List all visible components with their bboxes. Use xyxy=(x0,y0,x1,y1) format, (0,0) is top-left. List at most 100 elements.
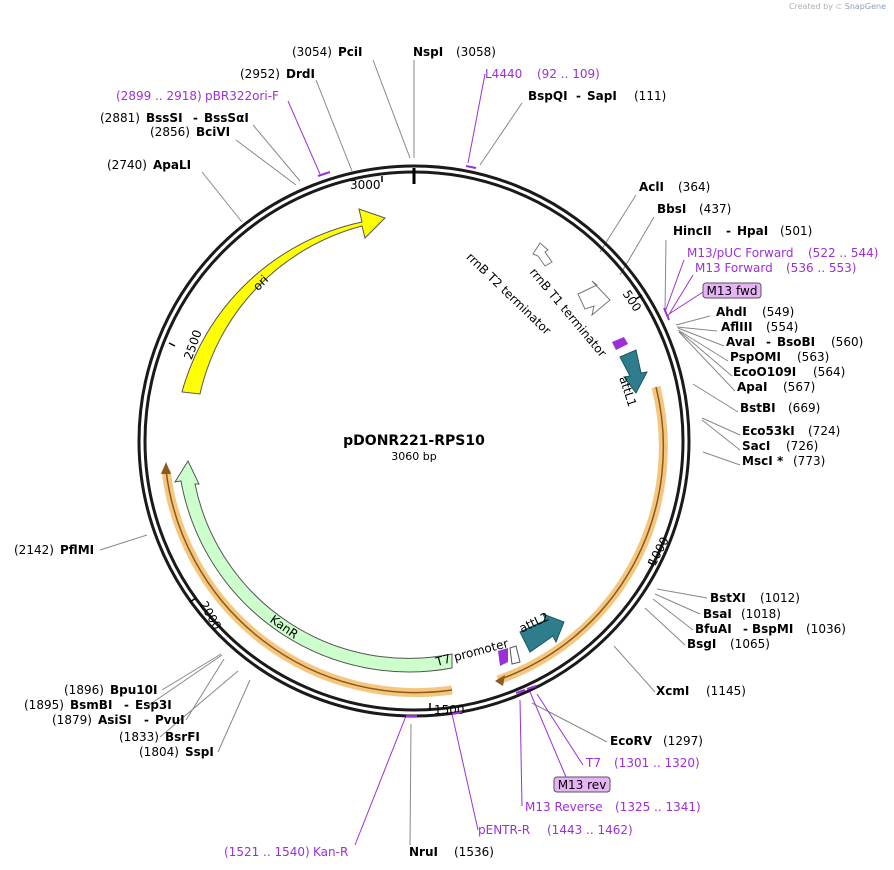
primer-range: (1301 .. 1320) xyxy=(614,756,700,770)
enzyme-star: * xyxy=(777,454,784,468)
primer-range: (522 .. 544) xyxy=(808,246,878,260)
m13-rev-badge[interactable]: M13 rev xyxy=(553,776,611,793)
enzyme-name[interactable]: HpaI xyxy=(737,224,768,238)
enzyme-name[interactable]: DrdI xyxy=(286,67,315,81)
tick-marks xyxy=(168,176,655,710)
enzyme-name[interactable]: Esp3I xyxy=(135,698,172,712)
enzyme-pos: (1896) xyxy=(64,683,104,697)
m13-fwd-badge[interactable]: M13 fwd xyxy=(702,282,762,299)
primer-name[interactable]: T7 xyxy=(585,756,601,770)
enzyme-name[interactable]: Eco53kI xyxy=(742,424,795,438)
enzyme-pos: (549) xyxy=(762,305,794,319)
enzyme-pos: (1297) xyxy=(663,734,703,748)
enzyme-name[interactable]: BsgI xyxy=(687,637,716,651)
enzyme-labels: (3054) PciI NspI (3058) (2952) DrdI BspQ… xyxy=(14,45,863,859)
badge-box xyxy=(553,776,611,793)
enzyme-pos: (2881) xyxy=(100,111,140,125)
plasmid-name: pDONR221-RPS10 xyxy=(343,433,485,449)
kanr-feature[interactable] xyxy=(173,459,453,673)
primer-leader-lines xyxy=(287,73,694,846)
enzyme-pos: (3058) xyxy=(456,45,496,59)
enzyme-pos: (564) xyxy=(813,365,845,379)
primer-range: (1325 .. 1341) xyxy=(615,800,701,814)
enzyme-pos: (563) xyxy=(797,350,829,364)
primer-range: (536 .. 553) xyxy=(786,261,856,275)
credit-brand: SnapGene xyxy=(844,2,886,11)
enzyme-name[interactable]: BspMI xyxy=(752,622,793,636)
primer-name[interactable]: L4440 xyxy=(485,67,522,81)
primer-range: (92 .. 109) xyxy=(537,67,600,81)
enzyme-pos: (1833) xyxy=(119,730,159,744)
enzyme-name[interactable]: BciVI xyxy=(196,125,230,139)
enzyme-pos: (1065) xyxy=(730,637,770,651)
enzyme-name[interactable]: BsrFI xyxy=(165,730,200,744)
primer-name[interactable]: pBR322ori-F xyxy=(205,89,279,103)
enzyme-name[interactable]: AflIII xyxy=(721,320,753,334)
enzyme-name[interactable]: PflMI xyxy=(60,543,94,557)
enzyme-name[interactable]: BssSI xyxy=(146,111,183,125)
arrowhead xyxy=(495,675,505,686)
enzyme-name[interactable]: BstBI xyxy=(740,401,776,415)
attl1-feature[interactable] xyxy=(619,349,648,394)
enzyme-name[interactable]: ApaI xyxy=(737,380,767,394)
enzyme-name[interactable]: BbsI xyxy=(657,202,686,216)
enzyme-pos: (2856) xyxy=(150,125,190,139)
enzyme-name[interactable]: EcoO109I xyxy=(733,365,796,379)
enzyme-name[interactable]: MscI xyxy=(742,454,773,468)
primer-arrow xyxy=(498,648,508,666)
primer-name[interactable]: M13/pUC Forward xyxy=(687,246,794,260)
enzyme-name[interactable]: ApaLI xyxy=(153,158,191,172)
primer-name[interactable]: Kan-R xyxy=(313,845,348,859)
badge-text: M13 fwd xyxy=(707,284,758,298)
primer-range: (1443 .. 1462) xyxy=(547,823,633,837)
enzyme-name[interactable]: AclI xyxy=(639,180,664,194)
enzyme-name[interactable]: PspOMI xyxy=(730,350,781,364)
enzyme-name[interactable]: Bpu10I xyxy=(110,683,157,697)
snapgene-credit: Created by ⊂ SnapGene xyxy=(789,2,886,11)
enzyme-name[interactable]: AhdI xyxy=(716,305,747,319)
enzyme-name[interactable]: AsiSI xyxy=(98,713,132,727)
primer-labels: L4440 (92 .. 109) (2899 .. 2918) pBR322o… xyxy=(116,67,878,859)
enzyme-pos: (437) xyxy=(699,202,731,216)
enzyme-pos: (1036) xyxy=(806,622,846,636)
enzyme-name[interactable]: NruI xyxy=(409,845,438,859)
primer-name[interactable]: pENTR-R xyxy=(478,823,530,837)
tick-label: 1500 xyxy=(434,703,465,717)
enzyme-name[interactable]: EcoRV xyxy=(610,734,653,748)
enzyme-pos: (724) xyxy=(808,424,840,438)
enzyme-pos: (1804) xyxy=(139,745,179,759)
enzyme-pos: (2952) xyxy=(240,67,280,81)
enzyme-name[interactable]: SapI xyxy=(587,89,617,103)
enzyme-name[interactable]: BssSαI xyxy=(204,111,249,125)
primer-name[interactable]: M13 Reverse xyxy=(525,800,603,814)
attl2-feature[interactable] xyxy=(519,613,565,653)
enzyme-name[interactable]: BspQI xyxy=(528,89,568,103)
enzyme-pos: (1536) xyxy=(454,845,494,859)
enzyme-pos: (567) xyxy=(783,380,815,394)
primer-range: (1521 .. 1540) xyxy=(224,845,310,859)
primer-name[interactable]: M13 Forward xyxy=(695,261,773,275)
enzyme-name[interactable]: BsoBI xyxy=(777,335,815,349)
enzyme-name[interactable]: AvaI xyxy=(726,335,755,349)
enzyme-name[interactable]: NspI xyxy=(413,45,443,59)
enzyme-name[interactable]: SspI xyxy=(185,745,214,759)
enzyme-name[interactable]: BfuAI xyxy=(695,622,732,636)
enzyme-name[interactable]: BsaI xyxy=(703,607,732,621)
enzyme-name[interactable]: PciI xyxy=(338,45,363,59)
enzyme-name[interactable]: PvuI xyxy=(155,713,185,727)
badge-leader xyxy=(668,291,704,315)
enzyme-pos: (669) xyxy=(788,401,820,415)
tick-label: 3000 xyxy=(350,178,381,192)
snapgene-logo-icon: ⊂ xyxy=(835,2,843,11)
svg-text:-: - xyxy=(144,713,149,727)
credit-prefix: Created by xyxy=(788,2,833,11)
badge-box xyxy=(702,282,762,299)
ori-feature[interactable] xyxy=(181,208,386,395)
kanr-label: KanR xyxy=(267,612,300,641)
enzyme-name[interactable]: SacI xyxy=(742,439,770,453)
enzyme-name[interactable]: HincII xyxy=(673,224,712,238)
enzyme-name[interactable]: XcmI xyxy=(656,684,689,698)
enzyme-name[interactable]: BstXI xyxy=(710,591,746,605)
enzyme-name[interactable]: BsmBI xyxy=(70,698,112,712)
